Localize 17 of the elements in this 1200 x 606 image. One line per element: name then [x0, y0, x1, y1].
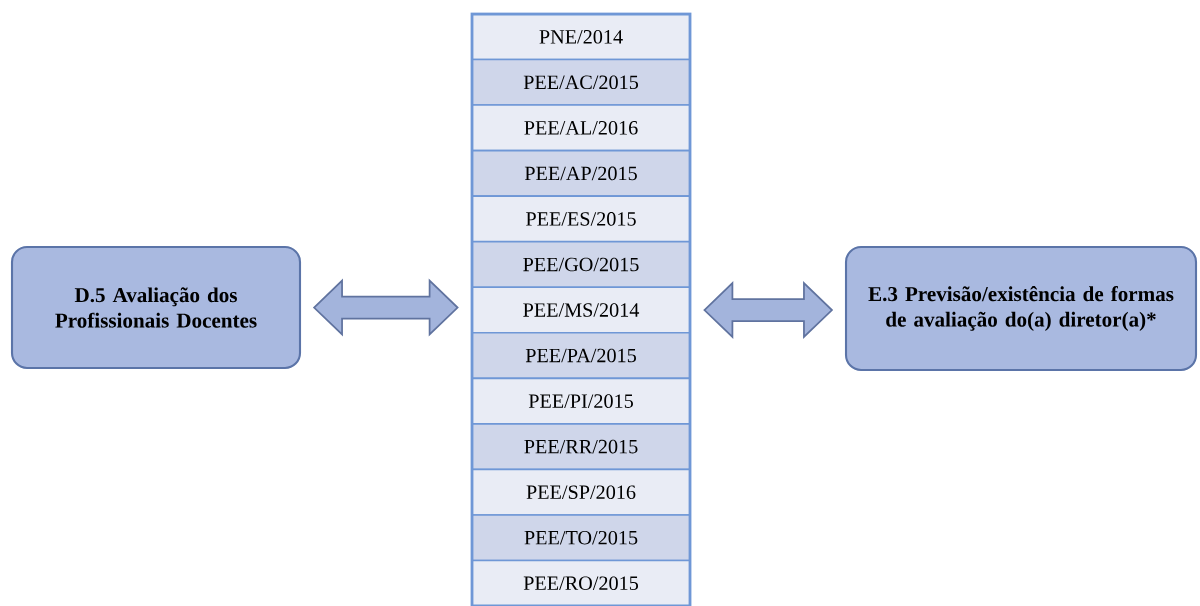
table — [470, 12, 692, 606]
table-cell: PEE/PA/2015 — [471, 331, 691, 380]
table-cell: PEE/SP/2016 — [471, 468, 691, 516]
table-cell: PEE/RO/2015 — [471, 559, 691, 606]
table-cell: PEE/AP/2015 — [471, 149, 691, 197]
table-cell: PEE/MS/2014 — [471, 286, 691, 334]
double-arrow — [703, 280, 834, 340]
rounded-box: E.3 Previsão/existência de formas de avaliação do(a) diretor(a)* — [844, 245, 1198, 372]
table-cell: PEE/AL/2016 — [471, 104, 691, 152]
table-cell: PEE/GO/2015 — [471, 240, 691, 289]
table-cell: PEE/PI/2015 — [471, 377, 691, 425]
table-cell: PNE/2014 — [471, 13, 691, 61]
table-cell: PEE/TO/2015 — [471, 514, 691, 562]
table-cell: PEE/AC/2015 — [471, 58, 691, 106]
table-cell: PEE/ES/2015 — [471, 195, 691, 243]
rounded-box: D.5 Avaliação dos Profissionais Docentes — [10, 245, 302, 370]
table-cell: PEE/RR/2015 — [471, 423, 691, 471]
